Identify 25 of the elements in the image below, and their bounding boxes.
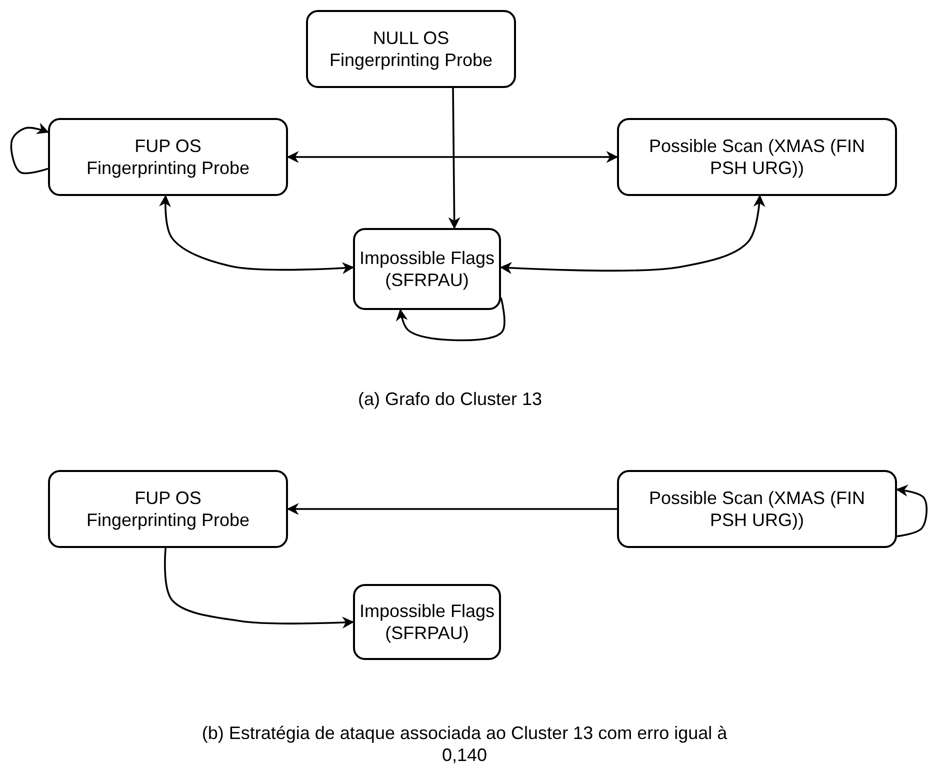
figure-caption: (b) Estratégia de ataque associada ao Cluster 13 com erro igual à 0,140: [200, 722, 728, 766]
arrow: [286, 503, 617, 515]
process-box: [617, 470, 897, 548]
node-label: Impossible Flags (SFRPAU): [358, 247, 496, 291]
process-box: [617, 118, 897, 196]
arrow: [396, 297, 506, 342]
process-box: [353, 228, 501, 310]
node-label: NULL OS Fingerprinting Probe: [328, 27, 494, 71]
arrow: [448, 88, 460, 230]
node-label: FUP OS Fingerprinting Probe: [85, 487, 251, 531]
node-label: FUP OS Fingerprinting Probe: [85, 135, 251, 179]
process-box: [353, 584, 501, 660]
process-box: [48, 118, 288, 196]
node-label: Possible Scan (XMAS (FIN PSH URG)): [648, 135, 866, 179]
process-box: [48, 470, 288, 548]
process-box: [306, 10, 516, 88]
arrow: [286, 151, 618, 163]
arrow: [159, 194, 354, 274]
arrow: [500, 194, 766, 274]
arrow: [10, 122, 50, 174]
figure-caption: (a) Grafo do Cluster 13: [356, 388, 544, 410]
arrow: [164, 548, 354, 628]
node-label: Possible Scan (XMAS (FIN PSH URG)): [648, 487, 866, 531]
arrow: [896, 484, 928, 538]
node-label: Impossible Flags (SFRPAU): [358, 600, 496, 644]
